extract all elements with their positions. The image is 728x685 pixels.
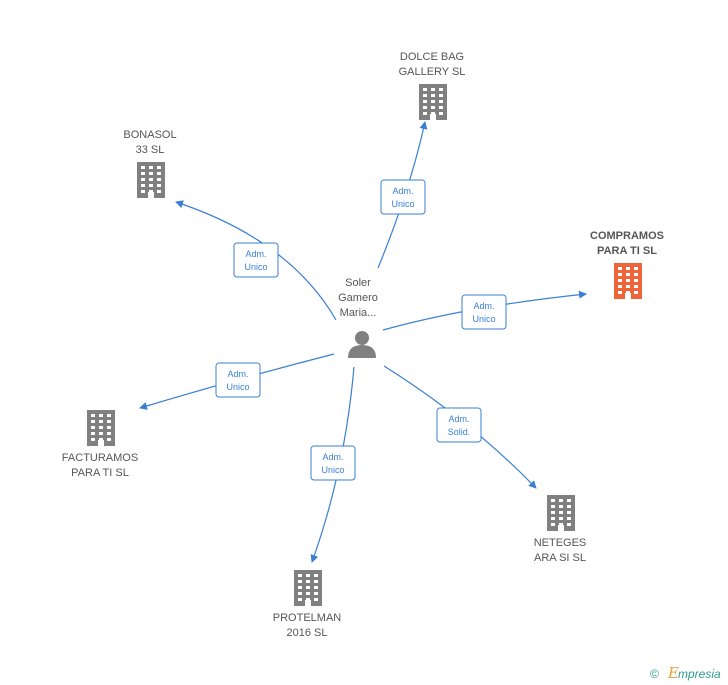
relation-label-neteges[interactable]: Adm. Solid. (436, 407, 482, 443)
relation-label-facturamos[interactable]: Adm. Unico (215, 362, 261, 398)
person-name-line-3: Maria... (340, 307, 377, 319)
building-icon (547, 495, 575, 531)
building-icon (614, 263, 642, 299)
footer-brand: © E mpresia (650, 664, 721, 682)
company-node-facturamos[interactable]: FACTURAMOS PARA TI SL (62, 410, 138, 479)
relation-line-2: Solid. (448, 427, 471, 437)
relation-label-protelman[interactable]: Adm. Unico (310, 445, 356, 481)
copyright-icon: © (650, 667, 659, 681)
building-icon (87, 410, 115, 446)
brand-initial: E (667, 664, 679, 682)
relation-line-1: Adm. (245, 249, 266, 259)
relation-label-bonasol[interactable]: Adm. Unico (233, 242, 279, 278)
relation-labels: Adm.UnicoAdm.UnicoAdm.UnicoAdm.UnicoAdm.… (215, 179, 507, 481)
company-name-line-2: PARA TI SL (71, 467, 129, 479)
company-name-line-2: PARA TI SL (597, 245, 657, 257)
relation-line-1: Adm. (448, 414, 469, 424)
relation-line-2: Unico (244, 262, 267, 272)
company-name-line-1: DOLCE BAG (400, 51, 464, 63)
company-node-compramos[interactable]: COMPRAMOS PARA TI SL (590, 230, 664, 299)
company-node-bonasol[interactable]: BONASOL 33 SL (123, 129, 177, 198)
person-icon (348, 331, 376, 358)
relation-line-2: Unico (391, 199, 414, 209)
company-name-line-1: FACTURAMOS (62, 452, 138, 464)
company-name-line-2: GALLERY SL (399, 66, 466, 78)
brand-name: mpresia (678, 667, 721, 681)
company-node-protelman[interactable]: PROTELMAN 2016 SL (273, 570, 342, 639)
company-name-line-2: 2016 SL (287, 627, 328, 639)
relation-line-1: Adm. (227, 369, 248, 379)
building-icon (137, 162, 165, 198)
building-icon (294, 570, 322, 606)
company-name-line-1: COMPRAMOS (590, 230, 664, 242)
relation-line-1: Adm. (322, 452, 343, 462)
relation-line-1: Adm. (392, 186, 413, 196)
company-name-line-1: NETEGES (534, 537, 587, 549)
company-name-line-1: BONASOL (123, 129, 176, 141)
relation-line-2: Unico (321, 465, 344, 475)
relation-line-2: Unico (472, 314, 495, 324)
companies: DOLCE BAG GALLERY SL BONASOL 33 SL COMPRAMOS… (62, 51, 664, 639)
company-name-line-1: PROTELMAN (273, 612, 342, 624)
person-name-line-1: Soler (345, 277, 371, 289)
relation-line-1: Adm. (473, 301, 494, 311)
relation-label-compramos[interactable]: Adm. Unico (461, 294, 507, 330)
company-name-line-2: ARA SI SL (534, 552, 586, 564)
relation-line-2: Unico (226, 382, 249, 392)
company-name-line-2: 33 SL (136, 144, 165, 156)
relation-label-dolce[interactable]: Adm. Unico (380, 179, 426, 215)
person-node[interactable]: Soler Gamero Maria... (338, 277, 378, 358)
person-name-line-2: Gamero (338, 292, 378, 304)
company-node-dolce[interactable]: DOLCE BAG GALLERY SL (399, 51, 466, 120)
building-icon (419, 84, 447, 120)
company-node-neteges[interactable]: NETEGES ARA SI SL (534, 495, 587, 564)
